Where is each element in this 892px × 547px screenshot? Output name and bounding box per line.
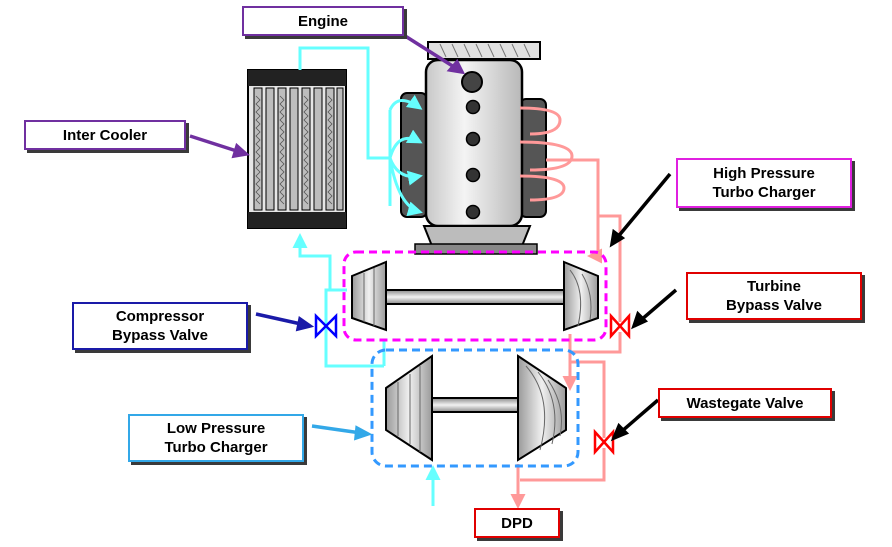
high-pressure-turbo bbox=[351, 260, 599, 332]
turbine-bypass-label-line1: Turbine bbox=[747, 278, 801, 295]
intake-air-flow bbox=[292, 46, 441, 506]
engine-label-text: Engine bbox=[297, 12, 348, 30]
inter-cooler-label: Inter Cooler bbox=[24, 120, 186, 150]
wastegate-label-text: Wastegate Valve bbox=[686, 394, 804, 412]
lp-turbo-boundary bbox=[370, 348, 580, 468]
inter-cooler bbox=[247, 69, 347, 229]
turbine-bypass-label: Turbine Bypass Valve bbox=[686, 272, 862, 320]
inter-cooler-label-text: Inter Cooler bbox=[62, 126, 148, 144]
wastegate-valve-symbol bbox=[593, 428, 615, 456]
compressor-bypass-label-line1: Compressor bbox=[115, 308, 205, 325]
dpd-label-text: DPD bbox=[501, 514, 533, 532]
engine bbox=[400, 41, 547, 255]
compressor-bypass-valve-symbol bbox=[314, 312, 338, 340]
callout-arrows bbox=[189, 32, 678, 442]
lp-turbo-label-line1: Low Pressure bbox=[166, 420, 266, 437]
lp-turbo-label-line2: Turbo Charger bbox=[164, 439, 268, 456]
turbine-bypass-label-line2: Bypass Valve bbox=[726, 297, 822, 314]
hp-turbo-label-line1: High Pressure bbox=[713, 165, 815, 182]
dpd-label: DPD bbox=[474, 508, 560, 538]
turbine-bypass-valve-symbol bbox=[609, 312, 631, 340]
hp-turbo-boundary bbox=[342, 250, 608, 342]
hp-turbo-label: High Pressure Turbo Charger bbox=[676, 158, 852, 208]
exhaust-flow bbox=[510, 106, 622, 509]
compressor-bypass-label-line2: Bypass Valve bbox=[112, 327, 208, 344]
lp-turbo-label: Low Pressure Turbo Charger bbox=[128, 414, 304, 462]
engine-label: Engine bbox=[242, 6, 404, 36]
compressor-bypass-label: Compressor Bypass Valve bbox=[72, 302, 248, 350]
low-pressure-turbo bbox=[385, 354, 567, 462]
hp-turbo-label-line2: Turbo Charger bbox=[712, 184, 816, 201]
wastegate-label: Wastegate Valve bbox=[658, 388, 832, 418]
